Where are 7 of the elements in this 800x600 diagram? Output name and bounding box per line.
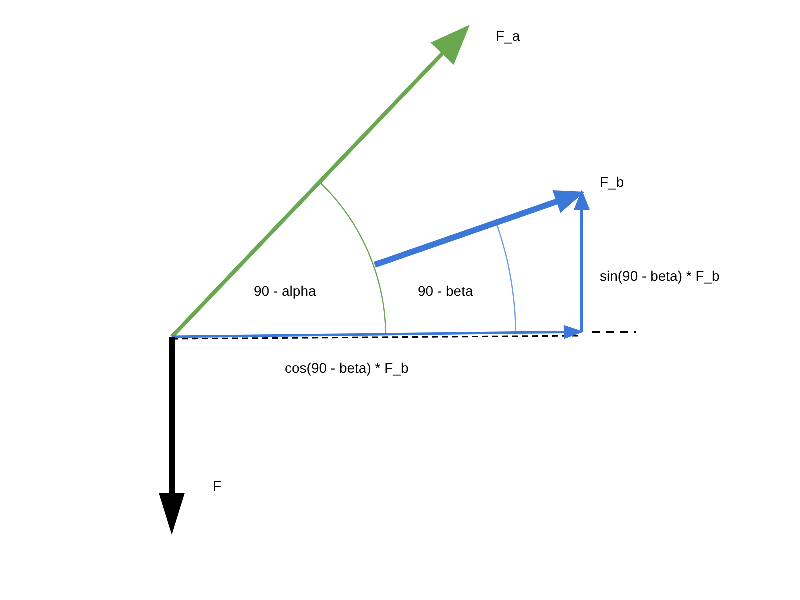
component-label: sin(90 - beta) * F_b [600, 267, 720, 286]
force-label: F [213, 477, 222, 496]
angle-label: 90 - alpha [254, 282, 316, 301]
angle-label: 90 - beta [418, 282, 474, 301]
force-label: F_a [496, 27, 520, 46]
component-label: cos(90 - beta) * F_b [285, 359, 409, 378]
force-label: F_b [600, 173, 624, 192]
